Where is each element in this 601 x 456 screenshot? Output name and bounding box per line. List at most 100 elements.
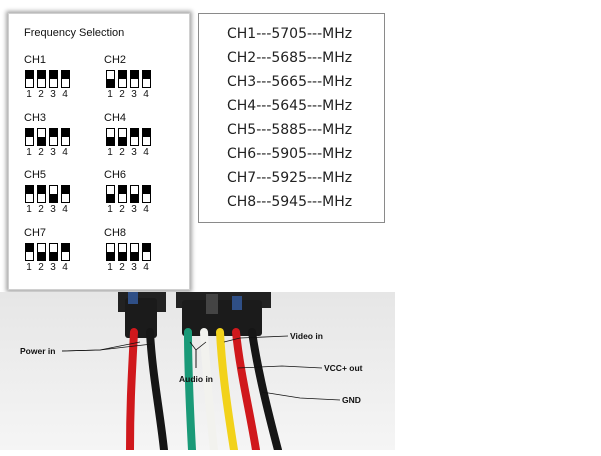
dip-switch-number: 2 [119,89,125,100]
dip-switch-knob [50,71,57,79]
dip-switch-3 [130,128,139,146]
dip-switch-1 [106,243,115,261]
dip-switch-number: 1 [26,262,32,273]
channel-label: CH4 [104,112,127,124]
dip-switch-number: 1 [107,89,113,100]
channel-frequency-table: CH1---5705---MHz CH2---5685---MHz CH3---… [198,13,385,223]
dip-switch-2 [118,185,127,203]
channel-frequency-row: CH3---5665---MHz [227,74,353,90]
dip-switch-4 [61,185,70,203]
dip-switch-number: 4 [143,89,149,100]
channel-frequency-row: CH2---5685---MHz [227,50,353,66]
dip-switch-number: 3 [131,89,137,100]
dip-switch-knob [131,71,138,79]
dip-switch-1 [106,128,115,146]
dip-switch-number: 1 [26,89,32,100]
dip-switch-1 [25,185,34,203]
channel-frequency-row: CH6---5905---MHz [227,146,353,162]
channel-frequency-row: CH1---5705---MHz [227,26,353,42]
dip-switch-number: 2 [38,147,44,158]
dip-switch-4 [142,70,151,88]
channel-label: CH7 [24,227,47,239]
dip-switch-number: 4 [62,262,68,273]
dip-switch-knob [62,244,69,252]
dip-switch-knob [143,71,150,79]
dip-switch-knob [38,71,45,79]
dip-switch-2 [37,185,46,203]
channel-label: CH2 [104,54,127,66]
wire-video-yellow [216,328,238,450]
dip-switch-knob [62,129,69,137]
dip-switch-4 [61,70,70,88]
dip-switch-knob [50,129,57,137]
dip-switch-number: 1 [26,147,32,158]
dip-switch-number: 3 [131,262,137,273]
channel-label: CH6 [104,169,127,181]
wires [126,328,282,450]
dip-switch-3 [130,185,139,203]
dip-switch-knob [107,79,114,87]
dip-switch-3 [49,70,58,88]
dip-switch-knob [26,186,33,194]
dip-switch-number: 2 [119,262,125,273]
dip-switch-1 [106,185,115,203]
connector-housing [118,292,271,338]
channel-frequency-row: CH5---5885---MHz [227,122,353,138]
channel-frequency-row: CH7---5925---MHz [227,170,353,186]
dip-switch-number: 4 [143,204,149,215]
dip-switch-number: 4 [62,147,68,158]
dip-switch-1 [25,243,34,261]
dip-switch-number: 4 [143,147,149,158]
dip-switch-knob [38,252,45,260]
dip-switch-number: 4 [62,89,68,100]
dip-switch-knob [107,137,114,145]
dip-switch-knob [26,244,33,252]
dip-switch-number: 3 [50,262,56,273]
dip-switch-number: 1 [107,147,113,158]
channel-label: CH5 [24,169,47,181]
dip-switch-knob [107,252,114,260]
channel-label: CH8 [104,227,127,239]
dip-switch-knob [38,137,45,145]
dip-switch-number: 2 [38,262,44,273]
dip-switch-knob [119,252,126,260]
channel-frequency-row: CH4---5645---MHz [227,98,353,114]
channel-label: CH3 [24,112,47,124]
wiring-photo [0,292,395,450]
dip-switch-number: 3 [50,147,56,158]
dip-switch-number: 4 [62,204,68,215]
dip-switch-knob [143,244,150,252]
wire-audio-white [200,328,218,450]
dip-switch-number: 1 [107,204,113,215]
dip-switch-2 [118,243,127,261]
dip-switch-knob [62,71,69,79]
dip-switch-knob [119,137,126,145]
dip-switch-4 [142,243,151,261]
video-in-label: Video in [290,331,323,341]
dip-switch-knob [50,194,57,202]
dip-switch-knob [131,194,138,202]
dip-switch-number: 3 [50,89,56,100]
dip-switch-number: 2 [38,204,44,215]
dip-switch-knob [131,252,138,260]
dip-switch-2 [37,243,46,261]
dip-switch-3 [49,185,58,203]
wire-vcc-red [232,328,260,450]
leader-lines [61,335,341,401]
dip-switch-2 [37,128,46,146]
dip-switch-knob [119,186,126,194]
dip-switch-number: 1 [107,262,113,273]
wire-gnd-black [248,328,282,450]
dip-switch-2 [37,70,46,88]
dip-switch-number: 3 [131,147,137,158]
channel-label: CH1 [24,54,47,66]
dip-switch-1 [25,70,34,88]
power-in-label: Power in [20,346,56,356]
dip-switch-3 [49,128,58,146]
dip-switch-1 [25,128,34,146]
dip-switch-knob [143,129,150,137]
dip-switch-knob [26,129,33,137]
dip-switch-knob [107,194,114,202]
dip-switch-4 [61,128,70,146]
